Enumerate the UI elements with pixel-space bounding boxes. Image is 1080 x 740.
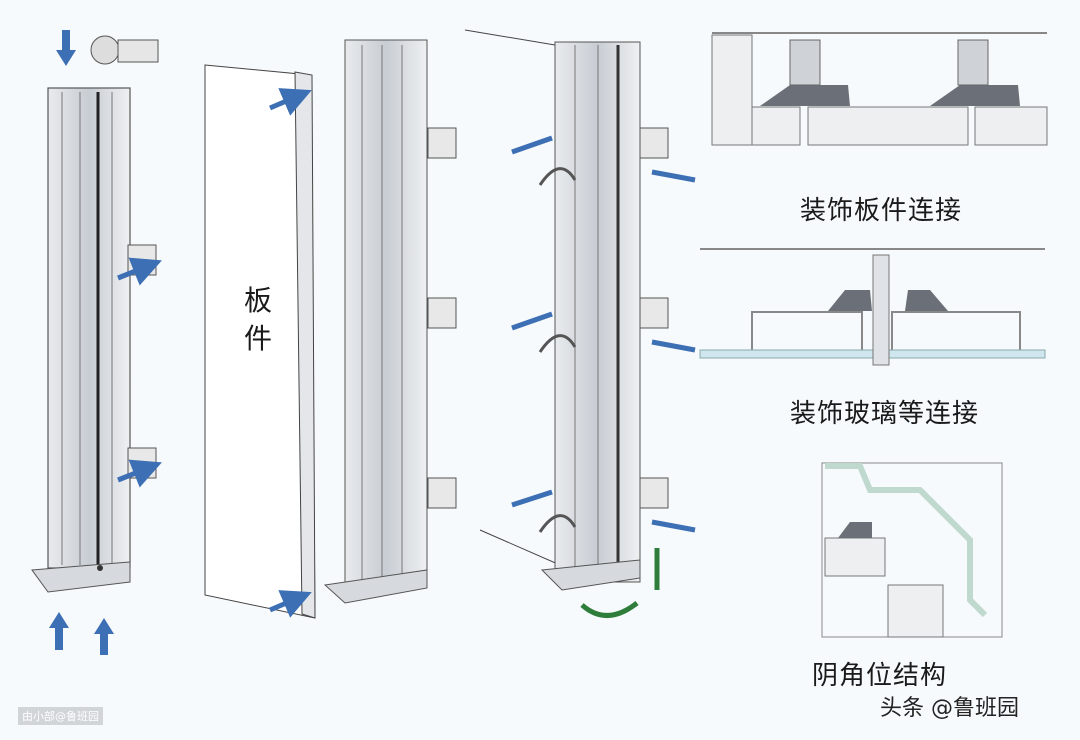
caption-glass-connection: 装饰玻璃等连接 bbox=[790, 399, 980, 429]
section-inner-corner bbox=[821, 462, 1003, 638]
small-watermark: 由小部@鲁班园 bbox=[18, 707, 103, 725]
arrow-icon bbox=[49, 30, 114, 655]
step2-panel bbox=[204, 64, 316, 619]
rotate-arrow-icon bbox=[580, 548, 660, 618]
caption-panel-connection: 装饰板件连接 bbox=[800, 196, 963, 226]
brand-watermark: 头条 @鲁班园 bbox=[880, 696, 1019, 721]
section-panel-connection bbox=[711, 32, 1048, 146]
step4-assembled bbox=[464, 29, 669, 591]
panel-label: 板件 bbox=[243, 284, 272, 355]
section-glass-connection bbox=[699, 248, 1046, 366]
double-arrow-icon bbox=[511, 135, 696, 533]
caption-inner-corner: 阴角位结构 bbox=[812, 661, 948, 691]
step1-profile-column bbox=[31, 35, 159, 593]
step3-profile-column bbox=[323, 39, 457, 604]
